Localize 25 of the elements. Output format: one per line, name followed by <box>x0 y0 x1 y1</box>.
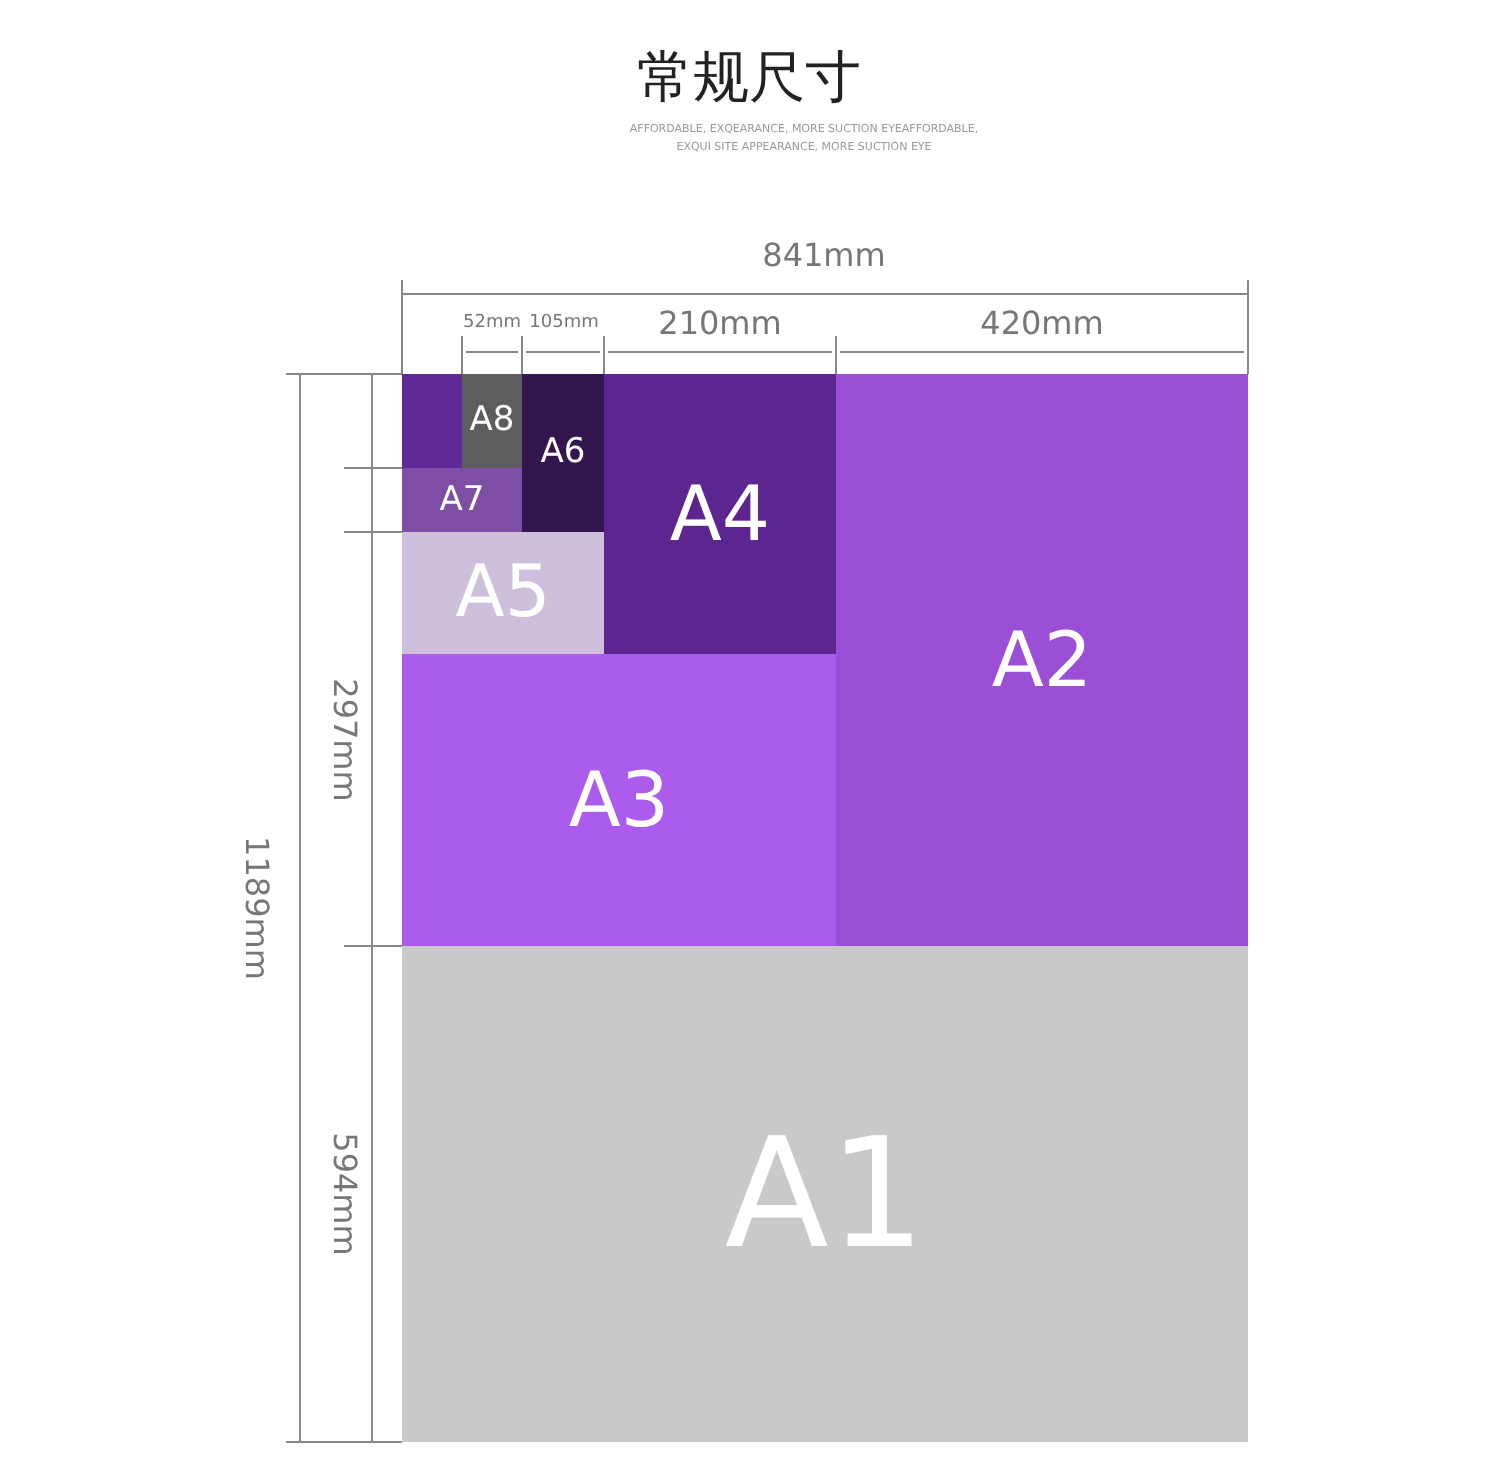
dimension-label: 594mm <box>328 1132 360 1256</box>
size-label: A5 <box>455 557 551 629</box>
paper-sheet <box>836 374 1248 946</box>
dimension-label: 420mm <box>980 308 1104 340</box>
size-label: A2 <box>991 622 1093 698</box>
size-label: A7 <box>439 483 485 517</box>
dimension-label: 841mm <box>762 240 886 272</box>
dimension-label: 297mm <box>328 678 360 802</box>
blank-sheet <box>402 374 462 468</box>
dimension-label: 1189mm <box>240 836 272 980</box>
paper-sheet <box>604 374 836 654</box>
dimension-label: 52mm <box>463 315 521 333</box>
paper-sheet <box>402 654 836 946</box>
paper-sheet <box>402 468 522 532</box>
dimension-label: 105mm <box>529 315 599 333</box>
size-label: A8 <box>469 404 515 438</box>
dimension-label: 210mm <box>658 308 782 340</box>
size-label: A6 <box>540 436 586 470</box>
paper-sheet <box>522 374 604 532</box>
size-label: A4 <box>669 476 771 552</box>
paper-sheet <box>462 374 522 468</box>
paper-sheet <box>402 946 1248 1442</box>
paper-sheet <box>402 532 604 654</box>
title: 常规尺寸 <box>635 44 863 112</box>
size-label: A3 <box>568 762 670 838</box>
